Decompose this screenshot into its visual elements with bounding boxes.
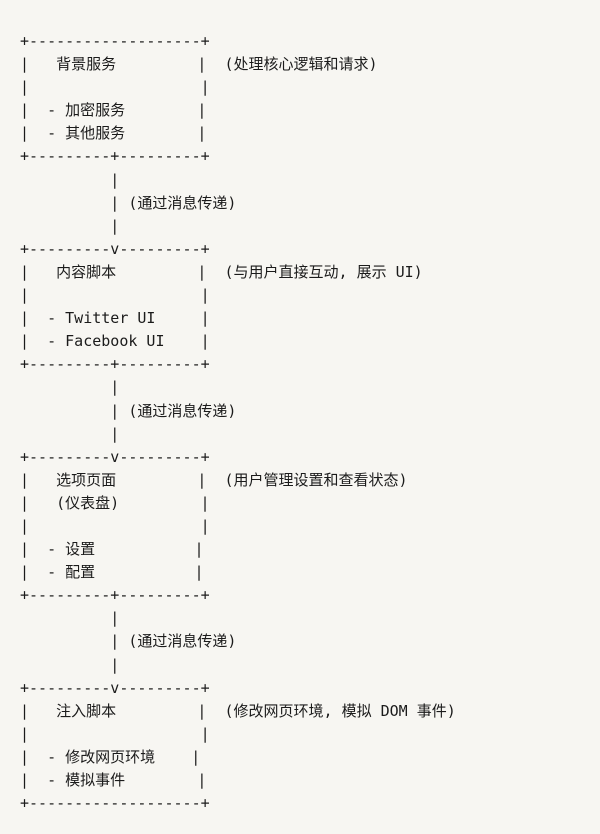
diagram-line: | - 模拟事件 | xyxy=(20,771,207,789)
diagram-line: | xyxy=(20,170,120,189)
diagram-line: +---------+---------+ xyxy=(20,355,210,374)
diagram-line: | xyxy=(20,609,120,628)
diagram-line: | | xyxy=(20,724,210,743)
diagram-line: | - 其他服务 | xyxy=(20,124,207,143)
diagram-line: | - 加密服务 | xyxy=(20,101,207,120)
diagram-line: | 注入脚本 | (修改网页环境, 模拟 DOM 事件) xyxy=(20,701,456,720)
diagram-line: | | xyxy=(20,78,210,97)
diagram-line: | (通过消息传递) xyxy=(20,193,237,212)
diagram-line: | - 配置 | xyxy=(20,563,204,582)
diagram-line: | | xyxy=(20,516,210,535)
diagram-line: | - 修改网页环境 | xyxy=(20,747,201,766)
diagram-line: | xyxy=(20,216,120,235)
diagram-line: +---------v---------+ xyxy=(20,447,210,466)
diagram-line: +---------v---------+ xyxy=(20,239,210,258)
diagram-line: +---------v---------+ xyxy=(20,678,210,697)
diagram-line: | 内容脚本 | (与用户直接互动, 展示 UI) xyxy=(20,262,423,281)
diagram-line: | (仪表盘) | xyxy=(20,493,210,512)
diagram-line: | xyxy=(20,378,120,397)
diagram-line: | 背景服务 | (处理核心逻辑和请求) xyxy=(20,55,378,74)
diagram-line: | (通过消息传递) xyxy=(20,401,237,420)
diagram-line: | - Facebook UI | xyxy=(20,332,210,351)
diagram-line: +-------------------+ xyxy=(20,794,210,813)
diagram-line: | 选项页面 | (用户管理设置和查看状态) xyxy=(20,470,408,489)
diagram-line: +---------+---------+ xyxy=(20,147,210,166)
diagram-line: | | xyxy=(20,286,210,305)
diagram-line: | xyxy=(20,424,120,443)
diagram-line: +---------+---------+ xyxy=(20,586,210,605)
diagram-line: | - 设置 | xyxy=(20,540,204,559)
ascii-architecture-diagram: +-------------------+ | 背景服务 | (处理核心逻辑和请… xyxy=(20,30,456,815)
diagram-line: | - Twitter UI | xyxy=(20,309,210,328)
diagram-line: | xyxy=(20,655,120,674)
diagram-line: +-------------------+ xyxy=(20,32,210,50)
diagram-line: | (通过消息传递) xyxy=(20,632,237,651)
